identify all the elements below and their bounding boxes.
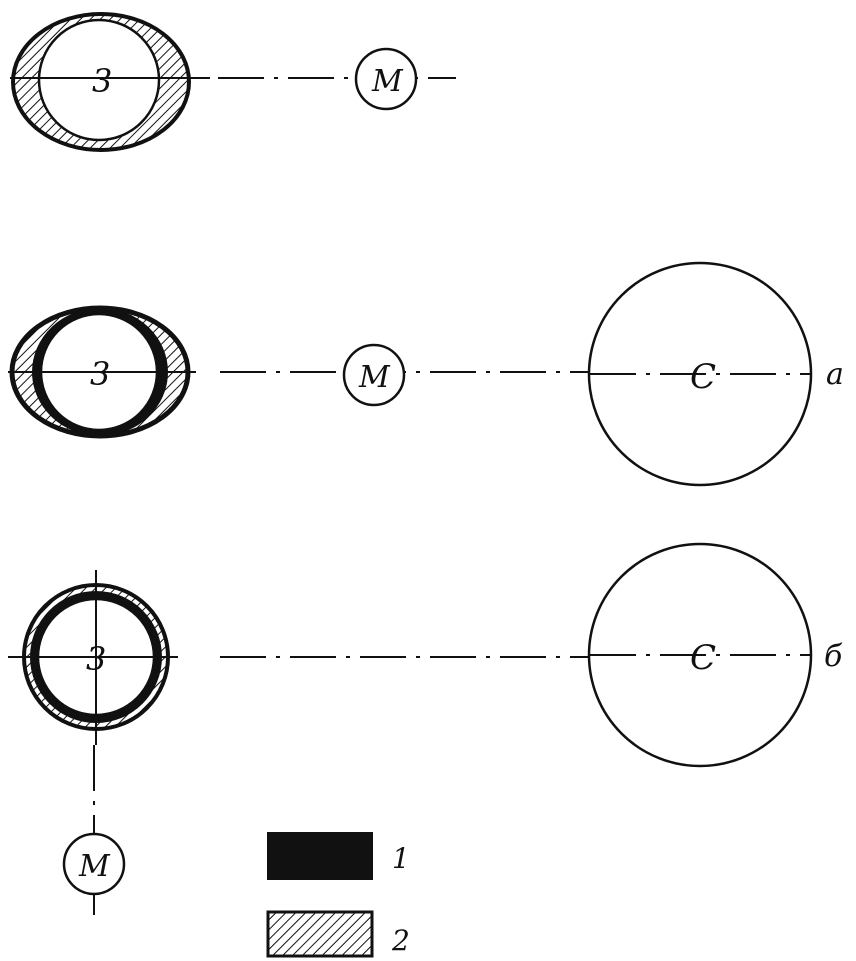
moon-label: M (371, 64, 404, 99)
earth-circle-row1 (37, 18, 161, 142)
moon-circle-row-a (342, 343, 406, 407)
row-a: 3 M C a (8, 261, 844, 487)
earth-label: 3 (86, 640, 106, 678)
moon-circle-row1 (354, 47, 418, 111)
row-b: 3 C б M (8, 542, 843, 915)
row-1: 3 M (10, 12, 456, 152)
moon-circle-row-b (62, 832, 126, 896)
legend-swatch-1 (267, 832, 373, 880)
panel-a-label: a (826, 357, 844, 392)
sun-label: C (690, 638, 716, 678)
legend-swatch-2 (266, 910, 374, 958)
legend-key-1: 1 (392, 842, 410, 875)
moon-label: M (78, 849, 111, 884)
legend-key-2: 2 (391, 924, 410, 957)
moon-label: M (358, 360, 391, 395)
earth-label: 3 (92, 62, 112, 100)
legend: 1 2 (266, 832, 410, 958)
panel-b-label: б (824, 639, 843, 674)
earth-label: 3 (90, 355, 110, 393)
sun-label: C (690, 357, 716, 397)
